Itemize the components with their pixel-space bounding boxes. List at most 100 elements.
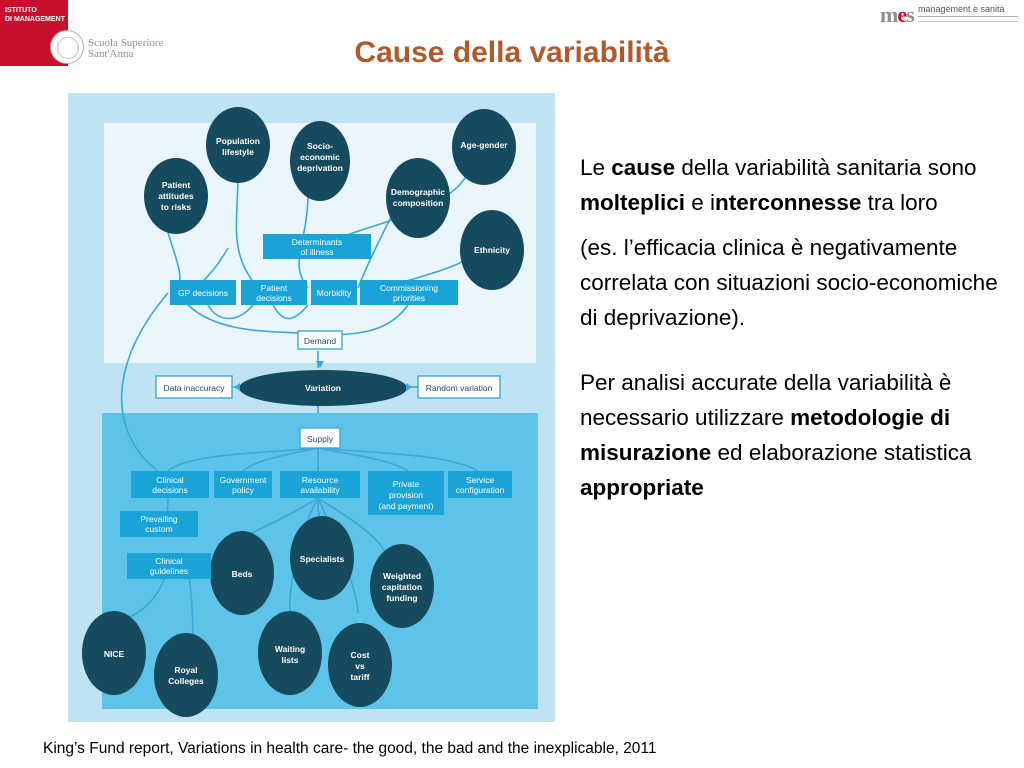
node-royal-colleges-l2: Colleges xyxy=(168,676,204,686)
node-royal-colleges-l1: Royal xyxy=(174,665,197,675)
body-p3-run-2: ed elaborazione statistica xyxy=(711,440,972,465)
node-socio-economic: Socio- economic deprivation xyxy=(290,121,350,201)
node-weighted-capitation: Weighted capitation funding xyxy=(370,544,434,628)
box-data-inaccuracy: Data inaccuracy xyxy=(155,375,233,399)
box-clinical-guidelines-l1: Clinical xyxy=(155,556,183,566)
node-variation: Variation xyxy=(239,370,407,406)
box-private-provision: Private provision (and payment) xyxy=(368,471,444,515)
body-paragraph-3: Per analisi accurate della variabilità è… xyxy=(580,365,1000,505)
body-p1-run-0: Le xyxy=(580,155,612,180)
node-cost-vs-tariff-l1: Cost xyxy=(351,650,370,660)
node-weighted-capitation-l3: funding xyxy=(386,593,417,603)
box-clinical-guidelines: Clinical guidelines xyxy=(127,553,211,579)
box-resource-availability-l2: availability xyxy=(300,485,340,495)
box-government-policy-l2: policy xyxy=(232,485,254,495)
node-specialists: Specialists xyxy=(290,516,354,600)
node-weighted-capitation-l2: capitation xyxy=(382,582,422,592)
node-patient-attitudes: Patient attitudes to risks xyxy=(144,158,208,234)
box-random-variation: Random variation xyxy=(417,375,501,399)
body-p3-run-1: metodologie di misurazione xyxy=(580,405,951,465)
box-prevailing-custom-l2: custom xyxy=(145,524,172,534)
node-patient-attitudes-l2: attitudes xyxy=(158,191,194,201)
box-government-policy-l1: Government xyxy=(220,475,267,485)
body-p3-run-0: Per analisi accurate della variabilità è… xyxy=(580,370,952,430)
body-text: Le cause della variabilità sanitaria son… xyxy=(580,150,1000,505)
body-paragraph-2: (es. l’efficacia clinica è negativamente… xyxy=(580,230,1000,335)
partner-logo-text: management e sanità xyxy=(918,4,1005,14)
body-p1-run-1: cause xyxy=(611,155,676,180)
node-patient-attitudes-l3: to risks xyxy=(161,202,192,212)
node-age-gender: Age-gender xyxy=(452,109,516,185)
node-ethnicity-l1: Ethnicity xyxy=(474,245,510,255)
box-service-configuration-l1: Service xyxy=(466,475,495,485)
variation-diagram-svg: Population lifestyle Socio- economic dep… xyxy=(68,93,555,722)
box-government-policy: Government policy xyxy=(214,471,272,498)
box-prevailing-custom-l1: Prevailing xyxy=(140,514,178,524)
box-clinical-decisions-l1: Clinical xyxy=(156,475,184,485)
box-random-variation-l1: Random variation xyxy=(426,383,493,393)
box-supply: Supply xyxy=(299,427,341,449)
arrowheads xyxy=(234,361,412,391)
box-gp-decisions: GP decisions xyxy=(170,280,236,305)
node-population-lifestyle-l1: Population xyxy=(216,136,260,146)
node-nice-l1: NICE xyxy=(104,649,125,659)
school-name-line-1: Scuola Superiore xyxy=(88,37,164,49)
box-data-inaccuracy-l1: Data inaccuracy xyxy=(164,383,226,393)
slide-title: Cause della variabilità xyxy=(354,36,670,69)
box-determinants-l2: of illness xyxy=(300,247,333,257)
body-paragraph-1: Le cause della variabilità sanitaria son… xyxy=(580,150,1000,220)
diagram-nodes: Population lifestyle Socio- economic dep… xyxy=(82,107,524,717)
box-demand: Demand xyxy=(297,330,343,350)
box-patient-decisions: Patient decisions xyxy=(241,280,307,305)
node-population-lifestyle-l2: lifestyle xyxy=(222,147,254,157)
box-commissioning-l1: Commissioning xyxy=(380,283,438,293)
box-resource-availability-l1: Resource xyxy=(302,475,339,485)
node-ethnicity: Ethnicity xyxy=(460,210,524,290)
body-p1-run-5: nterconnesse xyxy=(715,190,862,215)
mes-logo-icon: mes xyxy=(880,2,915,27)
box-supply-l1: Supply xyxy=(307,434,334,444)
box-private-provision-l2: provision xyxy=(389,490,423,500)
node-waiting-lists-l1: Waiting xyxy=(275,644,305,654)
node-nice: NICE xyxy=(82,611,146,695)
node-beds-l1: Beds xyxy=(232,569,253,579)
box-prevailing-custom: Prevailing custom xyxy=(120,511,198,537)
school-seal-icon xyxy=(50,30,84,64)
node-royal-colleges: Royal Colleges xyxy=(154,633,218,717)
node-age-gender-l1: Age-gender xyxy=(460,140,508,150)
box-determinants: Determinants of illness xyxy=(263,234,371,259)
box-demand-l1: Demand xyxy=(304,336,336,346)
box-clinical-guidelines-l2: guidelines xyxy=(150,566,188,576)
node-waiting-lists: Waiting lists xyxy=(258,611,322,695)
node-waiting-lists-l2: lists xyxy=(281,655,298,665)
box-resource-availability: Resource availability xyxy=(280,471,360,498)
node-demographic-l1: Demographic xyxy=(391,187,446,197)
box-clinical-decisions: Clinical decisions xyxy=(131,471,209,498)
box-gp-decisions-l1: GP decisions xyxy=(178,288,228,298)
node-socio-economic-l2: economic xyxy=(300,152,340,162)
node-cost-vs-tariff-l3: tariff xyxy=(351,672,370,682)
box-private-provision-l1: Private xyxy=(393,479,420,489)
node-demographic: Demographic composition xyxy=(386,158,450,238)
box-service-configuration-l2: configuration xyxy=(456,485,505,495)
body-p1-run-6: tra loro xyxy=(861,190,938,215)
box-morbidity-l1: Morbidity xyxy=(317,288,352,298)
box-clinical-decisions-l2: decisions xyxy=(152,485,187,495)
body-p1-run-3: molteplici xyxy=(580,190,686,215)
body-p2-run-0: (es. l’efficacia clinica è negativamente… xyxy=(580,235,998,330)
body-p1-run-2: della variabilità sanitaria sono xyxy=(675,155,977,180)
institute-logo-text: ISTITUTO DI MANAGEMENT xyxy=(5,7,65,23)
node-cost-vs-tariff: Cost vs tariff xyxy=(328,623,392,707)
variation-diagram: Population lifestyle Socio- economic dep… xyxy=(68,93,555,722)
node-demographic-l2: composition xyxy=(393,198,444,208)
node-cost-vs-tariff-l2: vs xyxy=(355,661,365,671)
partner-logo: mes management e sanità xyxy=(880,2,1020,30)
node-socio-economic-l1: Socio- xyxy=(307,141,333,151)
school-name: Scuola Superiore Sant'Anna xyxy=(88,38,163,60)
box-commissioning-l2: priorities xyxy=(393,293,425,303)
box-commissioning: Commissioning priorities xyxy=(360,280,458,305)
body-p1-run-4: e i xyxy=(685,190,716,215)
box-morbidity: Morbidity xyxy=(311,280,357,305)
box-service-configuration: Service configuration xyxy=(448,471,512,498)
partner-logo-rule xyxy=(918,16,1018,22)
